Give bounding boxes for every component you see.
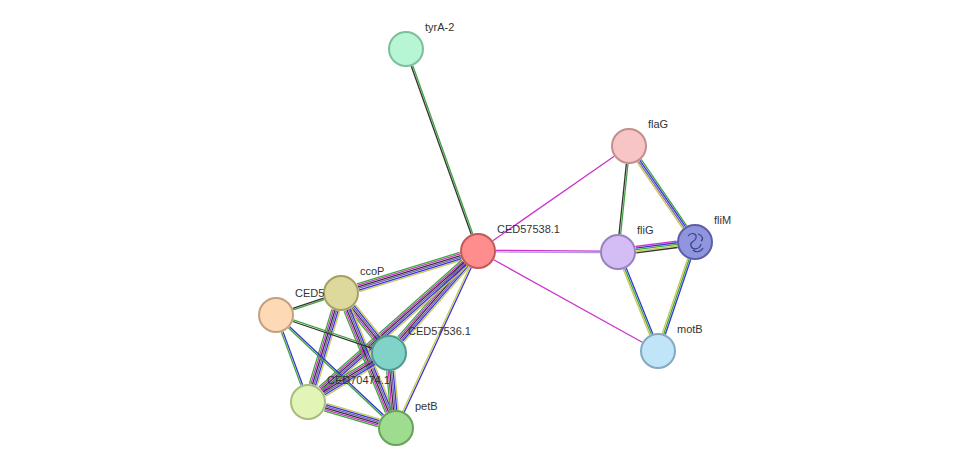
evidence-line xyxy=(493,156,614,240)
protein-label: CED57538.1 xyxy=(497,223,560,236)
protein-circle-outline xyxy=(612,129,646,163)
protein-circle-outline xyxy=(601,235,635,269)
protein-circle-outline xyxy=(259,298,293,332)
protein-label: CED5 xyxy=(295,287,324,300)
protein-label: CED70474.1 xyxy=(327,374,390,387)
evidence-line xyxy=(619,164,626,234)
protein-node: fliG xyxy=(600,234,636,270)
protein-label: motB xyxy=(677,323,703,336)
evidence-line xyxy=(325,409,378,425)
interaction-edge xyxy=(635,241,677,253)
interaction-edge xyxy=(496,250,600,252)
protein-circle xyxy=(371,335,407,371)
protein-circle xyxy=(677,224,713,260)
protein-circle-outline xyxy=(324,276,358,310)
protein-node: tyrA-2 xyxy=(388,31,424,67)
evidence-line xyxy=(625,269,652,335)
protein-label: petB xyxy=(415,400,438,413)
protein-circle-outline xyxy=(291,385,325,419)
protein-circle-outline xyxy=(678,225,712,259)
evidence-line xyxy=(281,332,301,385)
interaction-edge xyxy=(293,298,324,310)
evidence-line xyxy=(640,160,686,226)
structure-glyph xyxy=(688,234,703,252)
evidence-line xyxy=(404,268,471,412)
interaction-edge xyxy=(637,159,687,228)
evidence-line xyxy=(283,332,303,385)
protein-label: flaG xyxy=(648,118,668,131)
evidence-line xyxy=(311,310,334,385)
evidence-line xyxy=(293,298,324,308)
evidence-line xyxy=(293,320,372,347)
evidence-line xyxy=(312,310,335,385)
protein-node: CED5 xyxy=(258,297,294,333)
protein-node: fliM xyxy=(677,224,713,260)
interaction-edge xyxy=(324,403,380,426)
protein-circle-outline xyxy=(389,32,423,66)
evidence-line xyxy=(626,268,653,334)
interaction-edge xyxy=(411,66,472,235)
protein-circle-outline xyxy=(379,411,413,445)
protein-circle-outline xyxy=(461,234,495,268)
evidence-line xyxy=(314,310,337,385)
evidence-line xyxy=(662,259,687,334)
interaction-edge xyxy=(619,164,628,234)
evidence-line xyxy=(411,66,471,234)
evidence-line xyxy=(319,260,462,387)
protein-circle xyxy=(378,410,414,446)
protein-node: CED57536.1 xyxy=(371,335,407,371)
protein-circle xyxy=(460,233,496,269)
protein-circle xyxy=(640,333,676,369)
protein-circle xyxy=(388,31,424,67)
protein-label: ccoP xyxy=(360,265,384,278)
evidence-line xyxy=(494,260,643,343)
protein-circle xyxy=(290,384,326,420)
evidence-line xyxy=(293,321,372,348)
evidence-line xyxy=(320,261,463,388)
evidence-line xyxy=(325,408,378,424)
protein-label: CED57536.1 xyxy=(408,325,471,338)
evidence-line xyxy=(639,161,685,227)
evidence-line xyxy=(496,251,600,253)
evidence-line xyxy=(309,309,332,384)
protein-node: CED70474.1 xyxy=(290,384,326,420)
interaction-edge xyxy=(281,332,302,386)
protein-node: ccoP xyxy=(323,275,359,311)
interaction-edge xyxy=(494,260,643,343)
evidence-line xyxy=(496,250,600,252)
interaction-edge xyxy=(623,268,652,335)
protein-node: CED57538.1 xyxy=(460,233,496,269)
protein-circle xyxy=(611,128,647,164)
evidence-line xyxy=(621,164,628,234)
protein-circle xyxy=(323,275,359,311)
protein-node: petB xyxy=(378,410,414,446)
protein-circle-outline xyxy=(372,336,406,370)
interaction-edge xyxy=(403,267,471,412)
protein-node: motB xyxy=(640,333,676,369)
evidence-line xyxy=(403,267,470,411)
protein-label: tyrA-2 xyxy=(425,21,454,34)
evidence-line xyxy=(637,162,683,228)
protein-label: fliM xyxy=(714,214,731,227)
evidence-line xyxy=(636,247,677,252)
evidence-line xyxy=(641,159,687,225)
protein-node: flaG xyxy=(611,128,647,164)
evidence-line xyxy=(664,259,689,334)
evidence-line xyxy=(324,411,377,427)
protein-circle xyxy=(258,297,294,333)
evidence-line xyxy=(358,254,461,285)
interaction-edge xyxy=(493,156,614,240)
protein-circle xyxy=(600,234,636,270)
protein-circle-outline xyxy=(641,334,675,368)
protein-label: fliG xyxy=(637,224,654,237)
evidence-line xyxy=(293,300,324,310)
evidence-line xyxy=(623,269,650,335)
evidence-line xyxy=(413,66,473,234)
